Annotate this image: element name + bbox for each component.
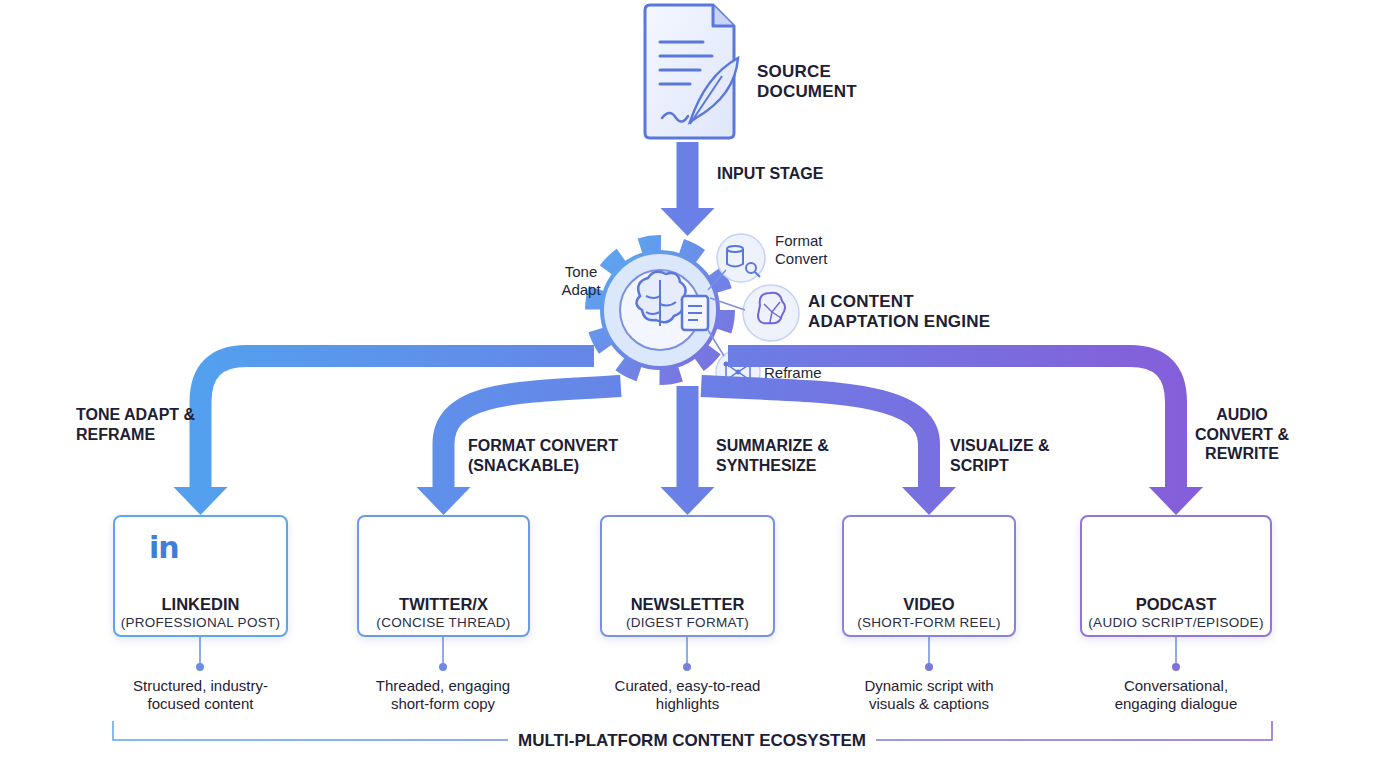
ecosystem-label: MULTI-PLATFORM CONTENT ECOSYSTEM [508,731,876,752]
node-subtitle: (AUDIO SCRIPT/EPISODE) [1082,615,1270,631]
platform-box: VIDEO(SHORT-FORM REEL) [842,515,1016,637]
engine-gear [708,270,745,356]
flow-arrow [174,356,595,515]
leader-line [196,637,1180,671]
document-node: SOURCE DOCUMENT [640,0,735,142]
node-subtitle: (CONCISE THREAD) [359,615,528,631]
leader-line [686,637,688,667]
leader-line [1175,637,1177,667]
arrow-head [1149,487,1203,515]
engine-node: AI CONTENT ADAPTATION ENGINE [594,236,728,386]
engine-gear [646,280,676,326]
node-title: NEWSLETTER [602,595,773,615]
leader-line [442,637,444,667]
leader-line [199,637,201,667]
engine-gear [743,285,799,341]
engine-gear [688,306,702,320]
engine-gear [758,293,785,324]
platform-box: PODCAST(AUDIO SCRIPT/EPISODE) [1080,515,1272,637]
leader-line [1172,663,1180,671]
arrow-shaft [444,386,621,489]
edge-label: VISUALIZE & SCRIPT [950,436,1068,475]
leader-line [439,663,447,671]
arrow-head [174,487,228,515]
platform-box: TWITTER/X(CONCISE THREAD) [357,515,530,637]
flow-arrow [661,386,715,515]
arrow-head [661,487,715,515]
node-title: PODCAST [1082,595,1270,615]
leader-line [925,663,933,671]
node-title: TWITTER/X [359,595,528,615]
node-title: AI CONTENT ADAPTATION ENGINE [808,292,1013,333]
edge-label: AUDIO CONVERT & REWRITE [1192,405,1292,464]
logo-text: in [149,530,189,567]
arrow-head [902,487,956,515]
flow-arrow [417,386,621,515]
engine-gear [724,362,729,367]
engine-gear [727,246,743,252]
arrow-head [661,208,715,236]
operation-label: Format Convert [775,232,837,269]
operation-label: Tone Adapt [552,263,610,300]
engine-gear [736,370,741,375]
node-title: LINKEDIN [115,595,286,615]
edge-label: SUMMARIZE & SYNTHESIZE [716,436,848,475]
platform-description: Structured, industry-focused content [118,677,283,714]
platform-description: Curated, easy-to-read highlights [605,677,770,714]
leader-line [196,663,204,671]
platform-box: LINKEDIN(PROFESSIONAL POST) [113,515,288,637]
node-subtitle: (SHORT-FORM REEL) [844,615,1014,631]
node-title: SOURCE DOCUMENT [757,62,877,103]
flow-arrow [728,356,1203,515]
engine-gear [746,263,756,273]
arrow-shaft [677,386,699,489]
platform-box: NEWSLETTER(DIGEST FORMAT) [600,515,775,637]
flow-arrow [701,386,956,515]
edge-label: INPUT STAGE [717,164,857,184]
platform-description: Conversational, engaging dialogue [1106,677,1246,714]
node-subtitle: (DIGEST FORMAT) [602,615,773,631]
arrow-shaft [677,142,699,210]
flow-arrow [661,142,715,236]
node-subtitle: (PROFESSIONAL POST) [115,615,286,631]
platform-description: Dynamic script with visuals & captions [849,677,1009,714]
engine-gear [764,302,781,322]
edge-label: TONE ADAPT & REFRAME [76,405,198,444]
platform-description: Threaded, engaging short-form copy [363,677,523,714]
leader-line [928,637,930,667]
node-title: VIDEO [844,595,1014,615]
operation-label: Reframe [764,364,844,382]
arrow-shaft [701,386,929,489]
engine-gear [682,296,708,330]
document-icon [645,5,738,138]
document-icon [662,113,688,122]
edge-label: FORMAT CONVERT (SNACKABLE) [468,436,620,475]
document-icon [690,76,722,124]
document-icon [713,5,734,26]
arrow-head [417,487,471,515]
engine-gear [602,252,718,368]
engine-gear [755,272,760,277]
document-icon [660,42,712,84]
engine-gear [717,234,765,282]
engine-gear [594,244,726,376]
leader-line [683,663,691,671]
engine-gear [727,249,743,267]
